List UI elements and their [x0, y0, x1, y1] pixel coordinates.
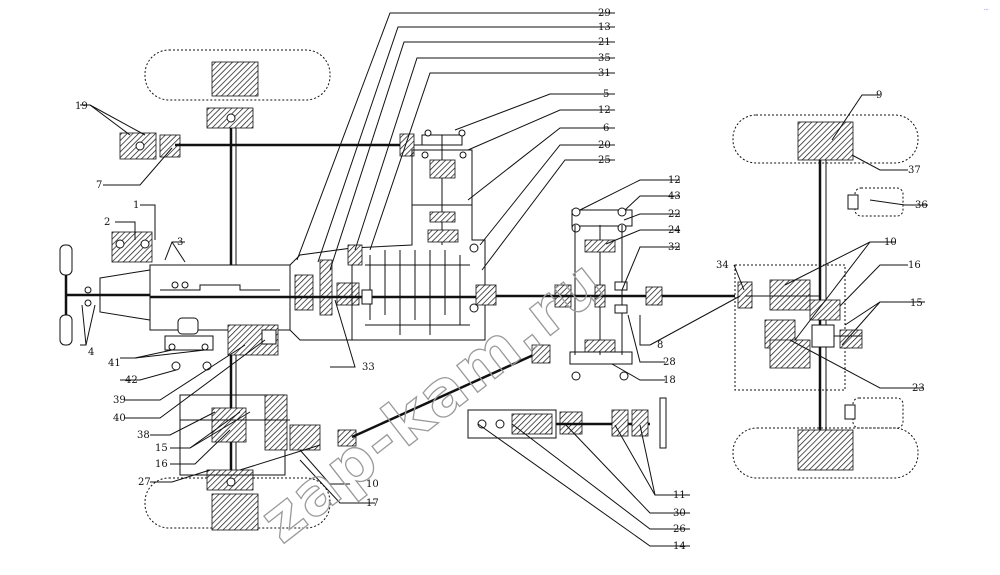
label-4: 4	[88, 347, 94, 358]
corner-mark: ...	[984, 6, 989, 12]
rear-brake-upper	[847, 187, 904, 217]
number-labels: 29 13 21 35 31 5 12 6 20 25 12 43 22 24 …	[75, 8, 928, 552]
label-9: 9	[876, 90, 882, 101]
label-17: 17	[366, 498, 379, 509]
front-left-wheel	[144, 49, 331, 129]
label-35: 35	[598, 53, 611, 64]
label-32: 32	[668, 242, 681, 253]
label-3: 3	[177, 237, 183, 248]
auxiliary-pumps	[164, 317, 279, 371]
label-16-left: 16	[155, 459, 168, 470]
label-38: 38	[137, 430, 150, 441]
label-12-mid: 12	[668, 175, 681, 186]
label-23: 23	[912, 383, 925, 394]
label-16-right: 16	[908, 260, 921, 271]
label-26: 26	[673, 524, 686, 535]
label-42: 42	[125, 375, 138, 386]
label-10-right: 10	[884, 237, 897, 248]
range-gearbox	[289, 129, 486, 341]
label-19: 19	[75, 101, 88, 112]
main-drive-shaft	[475, 284, 555, 306]
label-2: 2	[104, 217, 110, 228]
label-14: 14	[673, 541, 686, 552]
label-18: 18	[663, 375, 676, 386]
label-43: 43	[668, 191, 681, 202]
label-22: 22	[668, 209, 681, 220]
label-39: 39	[113, 395, 126, 406]
label-10-left: 10	[366, 479, 379, 490]
front-pto-drive	[119, 132, 455, 160]
label-1: 1	[133, 200, 139, 211]
front-drive-line	[337, 344, 551, 447]
label-5: 5	[603, 89, 609, 100]
label-12-top: 12	[598, 105, 611, 116]
rear-pto-shaft	[467, 397, 667, 449]
label-13: 13	[598, 22, 611, 33]
rear-left-wheel	[732, 114, 919, 164]
label-6: 6	[603, 123, 609, 134]
rear-axle	[734, 160, 863, 430]
label-27: 27	[138, 477, 151, 488]
label-24: 24	[668, 225, 681, 236]
label-7: 7	[96, 180, 102, 191]
label-37: 37	[908, 165, 921, 176]
label-8: 8	[657, 340, 663, 351]
label-21: 21	[598, 37, 611, 48]
rear-right-wheel	[732, 427, 919, 479]
front-axle-differential	[179, 394, 321, 476]
label-30: 30	[673, 508, 686, 519]
label-40: 40	[113, 413, 126, 424]
label-36: 36	[915, 200, 928, 211]
label-41: 41	[108, 358, 121, 369]
label-20: 20	[598, 140, 611, 151]
label-11: 11	[673, 490, 686, 501]
label-33: 33	[362, 362, 375, 373]
rear-brake-lower	[844, 397, 904, 429]
label-29: 29	[598, 8, 611, 19]
label-15-right: 15	[910, 298, 923, 309]
label-25: 25	[598, 155, 611, 166]
leader-lines	[80, 12, 928, 547]
label-31: 31	[598, 68, 611, 79]
label-34: 34	[716, 260, 729, 271]
label-15-left: 15	[155, 443, 168, 454]
label-28: 28	[663, 357, 676, 368]
